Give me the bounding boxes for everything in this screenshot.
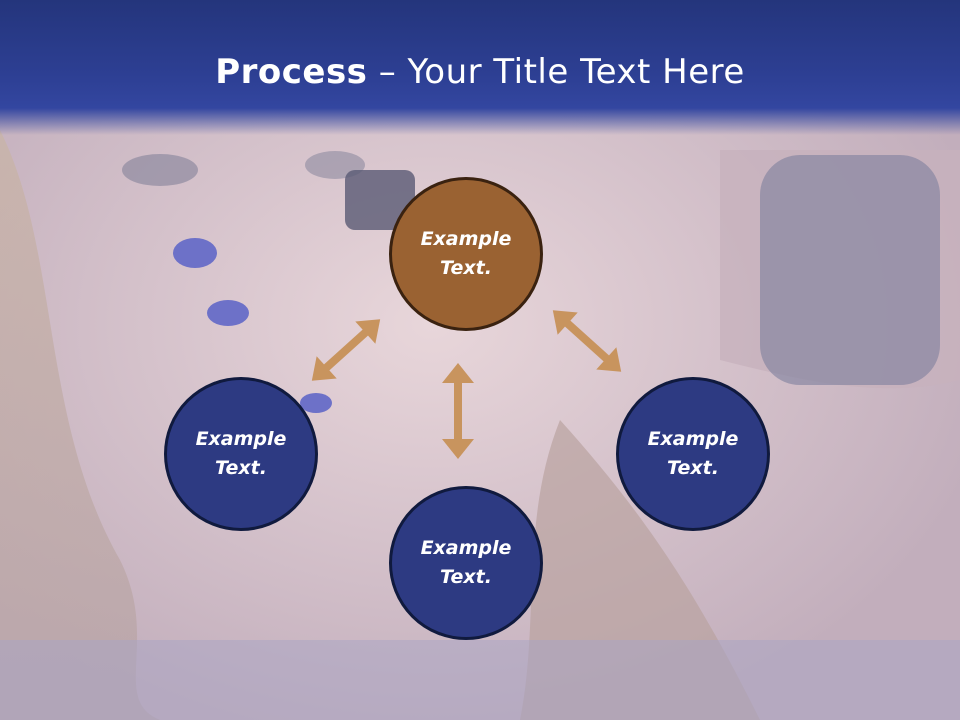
process-node-right: Example Text.	[616, 377, 770, 531]
process-node-bottom: Example Text.	[389, 486, 543, 640]
title-bar	[0, 0, 960, 135]
node-right-label: Example Text.	[647, 428, 739, 479]
node-left-label: Example Text.	[195, 428, 287, 479]
title-bold: Process	[215, 52, 368, 92]
node-bottom-label: Example Text.	[420, 537, 512, 588]
process-node-left: Example Text.	[164, 377, 318, 531]
title-rest: – Your Title Text Here	[367, 52, 745, 92]
double-arrow-right	[552, 310, 622, 372]
double-arrow-left	[311, 319, 381, 381]
node-center-label: Example Text.	[420, 228, 512, 279]
process-node-center: Example Text.	[389, 177, 543, 331]
slide-title: Process – Your Title Text Here	[0, 52, 960, 92]
double-arrow-vertical	[442, 363, 474, 459]
